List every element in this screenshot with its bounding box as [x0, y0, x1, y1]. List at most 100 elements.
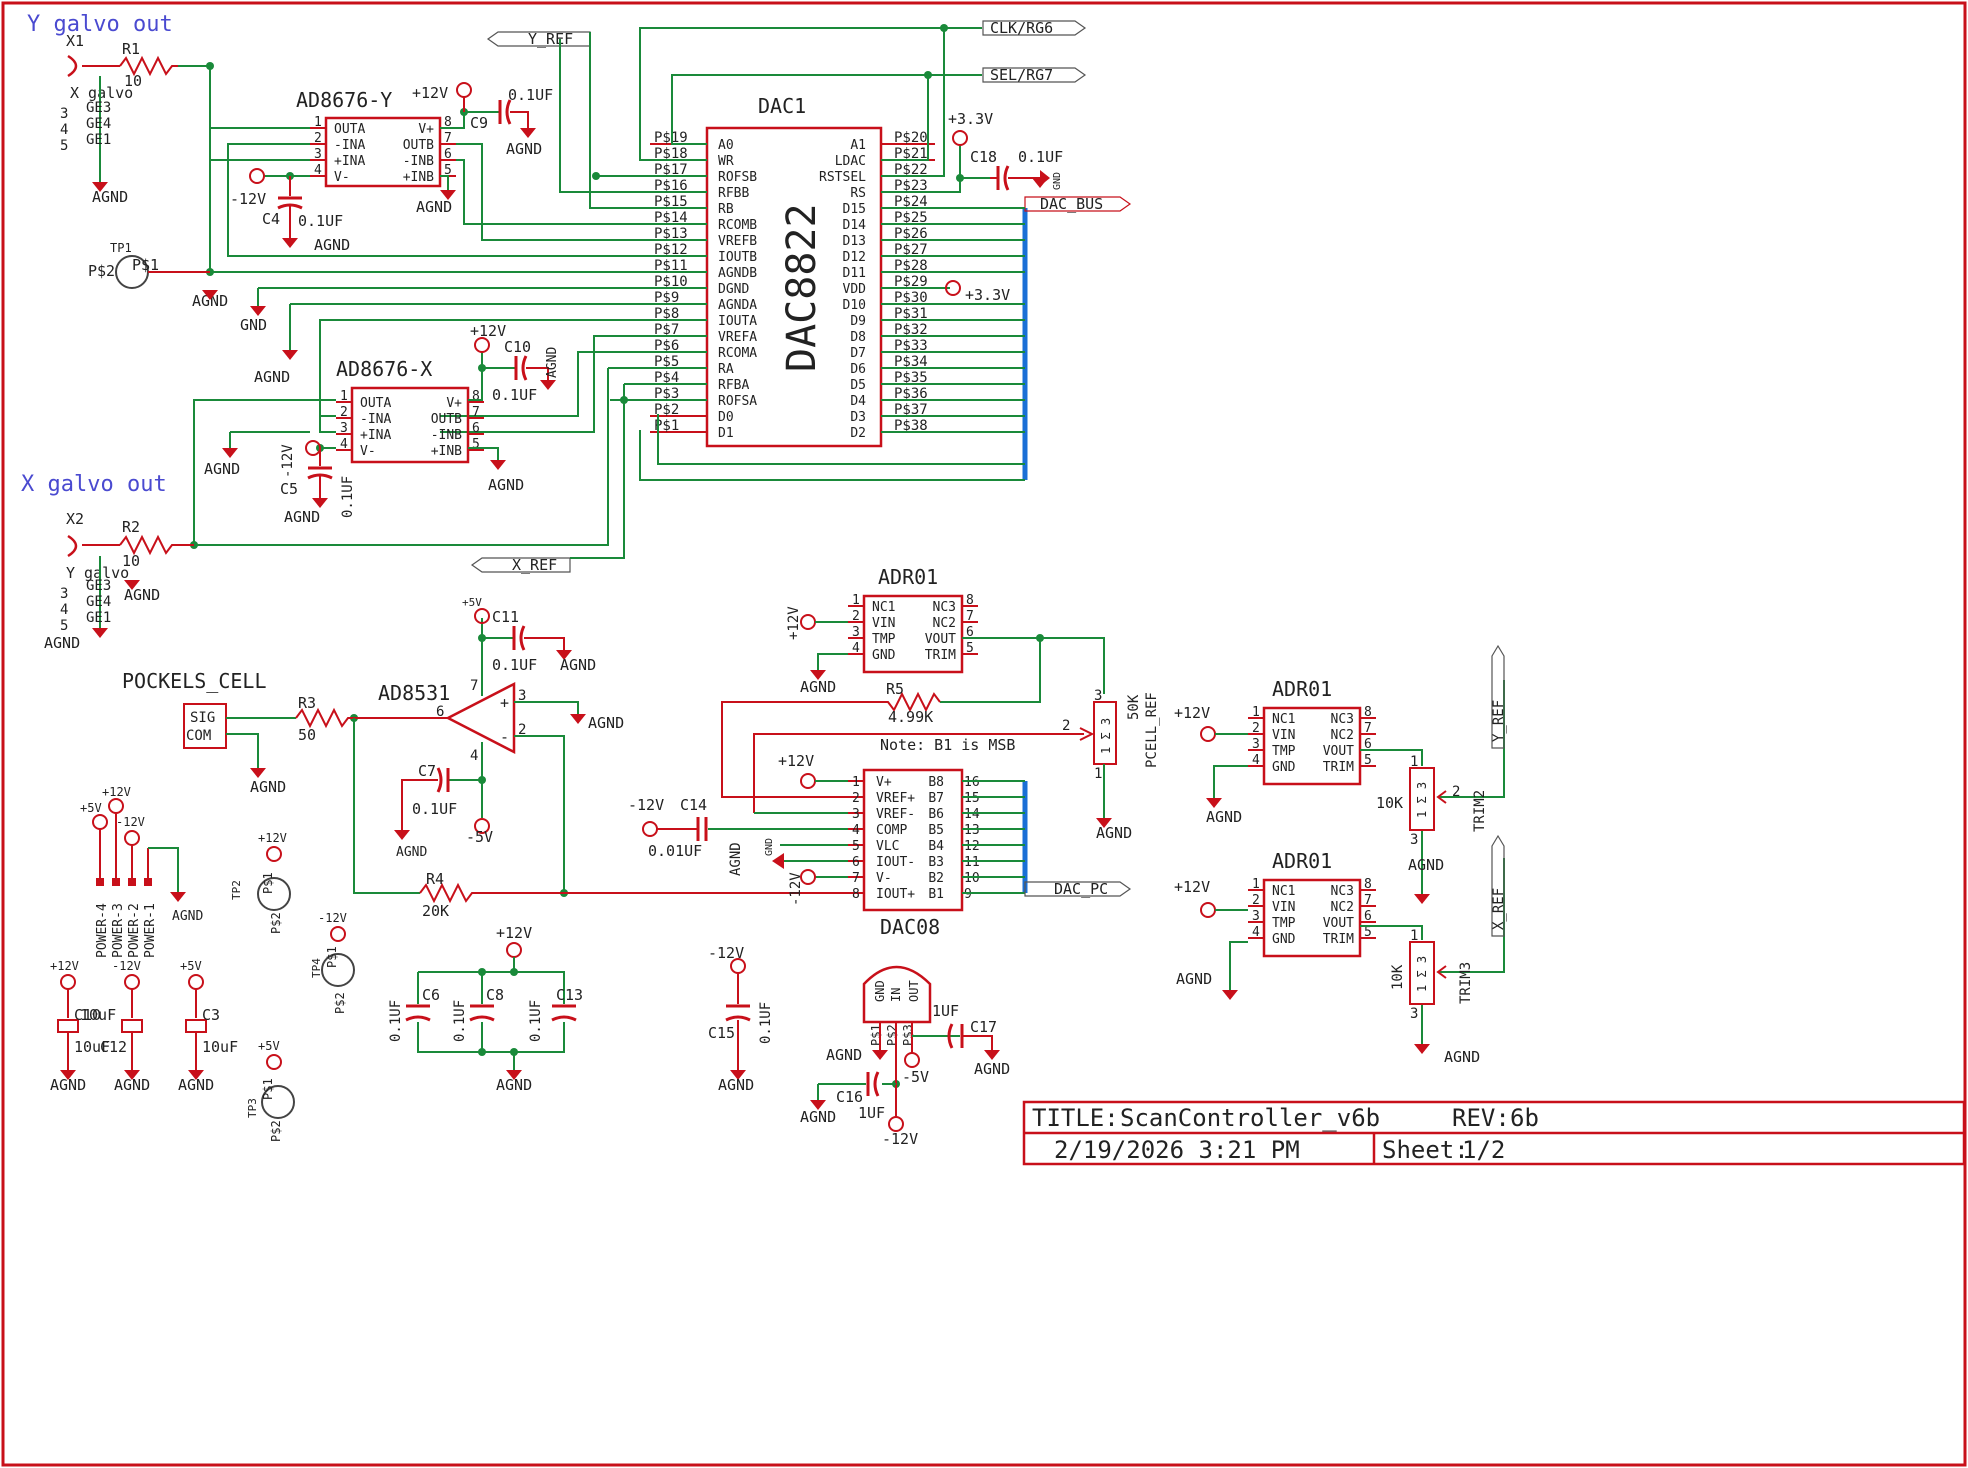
svg-text:POWER-3: POWER-3: [111, 903, 126, 958]
svg-text:+12V: +12V: [50, 959, 79, 973]
dac08-right-pin-number: 16: [964, 775, 980, 790]
svg-text:20K: 20K: [422, 902, 449, 920]
dip-right-pin-name: NC2: [1331, 728, 1354, 743]
svg-text:POWER-4: POWER-4: [95, 903, 110, 958]
ground-symbol: [202, 290, 218, 300]
svg-text:AGND: AGND: [254, 368, 290, 386]
dac1-left-pin-number: P$14: [654, 210, 688, 226]
dip-left-pin-number: 1: [1252, 877, 1260, 892]
x-ref-vertical-label: X_REF: [1491, 834, 1507, 937]
dac1-right-pin-number: P$34: [894, 354, 928, 370]
dac1-right-pin-name: RSTSEL: [819, 170, 866, 185]
dip-left-pin-number: 2: [314, 131, 322, 146]
svg-text:AGND: AGND: [44, 634, 80, 652]
svg-text:AGND: AGND: [560, 656, 596, 674]
y-ref-label: Y_REF: [486, 30, 591, 48]
c9-capacitor: C9 0.1UF: [470, 86, 553, 132]
heading-y-galvo: Y galvo out: [27, 12, 173, 37]
dac1-left-pin-number: P$15: [654, 194, 688, 210]
tp3-testpoint: +5V TP3 P$1 P$2: [246, 1039, 295, 1142]
svg-text:R1: R1: [122, 40, 140, 58]
svg-text:AGND: AGND: [1176, 970, 1212, 988]
dip-right-pin-number: 7: [1364, 893, 1372, 908]
sheet-label: Sheet:: [1382, 1136, 1469, 1164]
svg-text:AGND: AGND: [50, 1076, 86, 1094]
dip-right-pin-name: VOUT: [925, 632, 956, 647]
svg-text:+12V: +12V: [496, 924, 532, 942]
svg-text:1: 1: [1410, 754, 1418, 770]
ground-symbol: [60, 1070, 76, 1080]
dac1-left-pin-name: RFBB: [718, 186, 749, 201]
pcell-ref-pot: 1 Σ 3 3 2 1 50K PCELL_REF AGND: [753, 688, 1160, 842]
r4-resistor: R4 20K: [353, 718, 864, 920]
dip-right-pin-number: 5: [444, 163, 452, 178]
x-ref-label: X_REF: [470, 556, 571, 574]
svg-text:3: 3: [1410, 832, 1418, 848]
svg-text:AGND: AGND: [545, 347, 560, 378]
svg-text:AGND: AGND: [826, 1046, 862, 1064]
svg-text:10K: 10K: [1390, 964, 1406, 990]
ground-symbol: [250, 306, 266, 316]
svg-text:Y galvo: Y galvo: [66, 564, 129, 582]
rstsel-33-symbol: [952, 130, 968, 146]
pockels-heading: POCKELS_CELL: [122, 669, 267, 693]
svg-text:DAC08: DAC08: [880, 915, 940, 939]
dac1-right-pin-number: P$36: [894, 386, 928, 402]
vdd-33-label: +3.3V: [965, 286, 1010, 304]
dip-right-pin-name: NC2: [933, 616, 956, 631]
dac08-left-pin-number: 5: [852, 839, 860, 854]
svg-text:R5: R5: [886, 680, 904, 698]
y-ref-vertical-label: Y_REF: [1491, 644, 1507, 749]
c16-capacitor: C16 1UF AGND: [800, 1071, 896, 1126]
dac08-right-pin-number: 13: [964, 823, 980, 838]
svg-text:0.1UF: 0.1UF: [388, 1000, 404, 1042]
dac08-left-pin-number: 1: [852, 775, 860, 790]
dip-right-pin-number: 7: [966, 609, 974, 624]
svg-text:0.1UF: 0.1UF: [452, 1000, 468, 1042]
dip-left-pin-name: TMP: [872, 632, 896, 647]
svg-text:GE4: GE4: [86, 594, 111, 610]
dac1-right-pin-number: P$27: [894, 242, 928, 258]
dip-left-pin-number: 1: [340, 389, 348, 404]
c15-capacitor: -12V C15 0.1UF AGND: [708, 944, 774, 1094]
svg-text:1 Σ 3: 1 Σ 3: [1415, 782, 1429, 818]
dac08-right-pin-number: 12: [964, 839, 980, 854]
svg-text:X galvo: X galvo: [70, 84, 133, 102]
clk-label: CLK/RG6: [982, 19, 1087, 37]
dac08-right-pin-name: B7: [928, 791, 944, 806]
ground-symbol: [394, 830, 410, 840]
title-block: TITLE: ScanController_v6b REV: 6b 2/19/2…: [1022, 1100, 1966, 1166]
connector-x2: X2 Y galvo 3 4 5 GE3 GE4 GE1 AGND AGND: [44, 510, 160, 652]
dip-left-pin-name: VIN: [872, 616, 895, 631]
svg-text:AGND: AGND: [192, 292, 228, 310]
dip-right-pin-name: TRIM: [925, 648, 956, 663]
dac1-right-pin-number: P$35: [894, 370, 928, 386]
dip-right-pin-name: TRIM: [1323, 760, 1354, 775]
c17-capacitor: 1UF C17 AGND: [932, 1002, 1010, 1078]
ground-symbol: [540, 380, 556, 390]
vdd-33-symbol: [945, 280, 961, 296]
dac08-right-pin-name: B2: [928, 871, 944, 886]
svg-text:1UF: 1UF: [932, 1002, 959, 1020]
ground-symbol: [282, 350, 298, 360]
svg-text:C15: C15: [708, 1024, 735, 1042]
ad8531-opamp: AD8531 + - 3 2 7 4 6: [378, 618, 579, 893]
dip-left-pin-number: 3: [314, 147, 322, 162]
dac1-right-pin-name: D8: [850, 330, 866, 345]
svg-text:AGND: AGND: [124, 586, 160, 604]
dac1-right-pin-number: P$23: [894, 178, 928, 194]
svg-text:P$1: P$1: [132, 256, 159, 274]
svg-text:AGND: AGND: [728, 842, 744, 876]
dip-left-pin-number: 4: [852, 641, 860, 656]
rev-label: REV:: [1452, 1104, 1510, 1132]
heading-x-galvo: X galvo out: [21, 472, 167, 497]
svg-text:+12V: +12V: [102, 785, 131, 799]
c4-capacitor: C4 0.1UF: [262, 176, 343, 238]
svg-text:C17: C17: [970, 1018, 997, 1036]
svg-text:AGND: AGND: [800, 1108, 836, 1126]
dac08-left-pin-number: 8: [852, 887, 860, 902]
